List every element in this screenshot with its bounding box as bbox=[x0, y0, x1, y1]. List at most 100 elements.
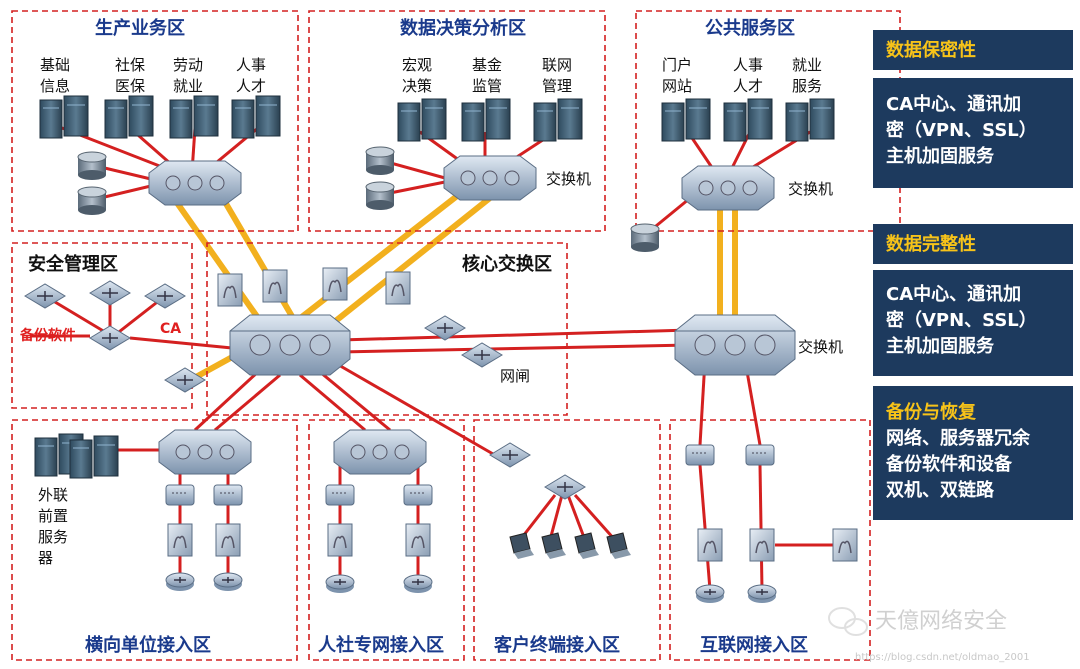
zone-title-decision: 数据决策分析区 bbox=[400, 17, 526, 39]
workstation-icon bbox=[541, 532, 567, 560]
zone-title-hr-net: 人社专网接入区 bbox=[318, 634, 444, 656]
right-switch-label: 交换机 bbox=[798, 338, 843, 356]
external-server-label-line: 前置 bbox=[38, 507, 68, 525]
gateway-icon bbox=[461, 342, 503, 368]
zone-title-client: 客户终端接入区 bbox=[494, 634, 620, 656]
server-label: 医保 bbox=[115, 77, 145, 95]
router-icon bbox=[325, 574, 355, 594]
server-group: 宏观 决策 bbox=[397, 56, 447, 142]
server-label: 基金 bbox=[472, 56, 502, 74]
server-rack-icon bbox=[39, 95, 89, 139]
access-switch-icon bbox=[745, 444, 775, 466]
public-switch-label: 交换机 bbox=[788, 180, 833, 198]
zone-title-production: 生产业务区 bbox=[95, 17, 185, 39]
server-label: 决策 bbox=[402, 77, 432, 95]
panel-body-line: 备份软件和设备 bbox=[885, 453, 1013, 475]
server-group: 联网 管理 bbox=[533, 56, 583, 142]
server-group: 人事 人才 bbox=[723, 56, 773, 142]
server-group: 门户 网站 bbox=[661, 56, 711, 142]
router-icon bbox=[165, 572, 195, 592]
decision-switch-label: 交换机 bbox=[546, 170, 591, 188]
zone-title-security: 安全管理区 bbox=[28, 253, 118, 275]
gateway-label: 网闸 bbox=[500, 367, 530, 385]
backup-software-label: 备份软件 bbox=[19, 327, 76, 344]
server-label: 服务 bbox=[792, 77, 822, 95]
server-label: 劳动 bbox=[173, 56, 203, 74]
client-switch-icon bbox=[489, 442, 531, 468]
watermark-url: https://blog.csdn.net/oldmao_2001 bbox=[855, 652, 1030, 663]
public-servers: 门户 网站 人事 人才 就业 服务 bbox=[661, 56, 835, 142]
external-server-label: 外联 前置 服务 器 bbox=[38, 486, 68, 567]
zone-title-core: 核心交换区 bbox=[462, 253, 552, 275]
router-icon bbox=[213, 572, 243, 592]
server-rack-icon bbox=[533, 98, 583, 142]
external-server-label-line: 器 bbox=[38, 549, 53, 567]
production-servers: 基础 信息 社保 医保 劳动 就业 人事 人才 bbox=[39, 56, 281, 139]
server-rack-icon bbox=[104, 95, 154, 139]
storage-icon bbox=[630, 223, 660, 253]
server-label: 就业 bbox=[792, 56, 822, 74]
panel-integrity: 数据完整性 CA中心、通讯加 密（VPN、SSL） 主机加固服务 bbox=[873, 224, 1073, 376]
server-rack-icon bbox=[661, 98, 711, 142]
firewall-icon bbox=[697, 528, 723, 562]
firewall-icon bbox=[262, 269, 288, 303]
server-label: 联网 bbox=[542, 56, 572, 74]
firewall-icon bbox=[215, 523, 241, 557]
production-switch-icon bbox=[148, 160, 242, 206]
storage-icon bbox=[365, 146, 395, 176]
external-server-label-line: 服务 bbox=[38, 528, 68, 546]
ca-label: CA bbox=[160, 321, 181, 337]
access-switch-icon bbox=[165, 484, 195, 506]
firewall-icon bbox=[832, 528, 858, 562]
panel-body-line: 主机加固服务 bbox=[886, 335, 995, 357]
zone-title-internet: 互联网接入区 bbox=[700, 634, 808, 656]
access-switch-icon bbox=[403, 484, 433, 506]
panel-body-line: 网络、服务器冗余 bbox=[886, 427, 1031, 449]
watermark: 天億网络安全 https://blog.csdn.net/oldmao_2001 bbox=[828, 607, 1030, 663]
panel-head: 备份与恢复 bbox=[885, 401, 977, 423]
core-switch-icon bbox=[229, 314, 351, 376]
panel-body-line: CA中心、通讯加 bbox=[886, 283, 1021, 305]
server-label: 人才 bbox=[733, 77, 763, 95]
workstation-icon bbox=[606, 532, 632, 560]
panel-head: 数据保密性 bbox=[886, 39, 976, 61]
server-rack-icon bbox=[723, 98, 773, 142]
panel-head: 数据完整性 bbox=[886, 233, 976, 255]
hr-net-switch-icon bbox=[333, 429, 427, 475]
firewall-icon bbox=[217, 273, 243, 307]
server-rack-icon bbox=[69, 435, 119, 479]
server-label: 门户 bbox=[662, 56, 692, 74]
storage-icon bbox=[77, 151, 107, 181]
panel-body-line: CA中心、通讯加 bbox=[886, 93, 1021, 115]
panel-body-line: 主机加固服务 bbox=[886, 145, 995, 167]
right-core-switch-icon bbox=[674, 314, 796, 376]
access-switch-icon bbox=[685, 444, 715, 466]
server-group: 劳动 就业 bbox=[169, 56, 219, 139]
server-rack-icon bbox=[461, 98, 511, 142]
client-access-switch-icon bbox=[544, 474, 586, 500]
watermark-text: 天億网络安全 bbox=[875, 609, 1007, 634]
zone-boxes bbox=[11, 10, 901, 661]
server-label: 监管 bbox=[472, 77, 502, 95]
server-rack-icon bbox=[169, 95, 219, 139]
panel-body-line: 双机、双链路 bbox=[886, 479, 995, 501]
server-label: 网站 bbox=[662, 77, 692, 95]
public-switch-icon bbox=[681, 165, 775, 211]
panel-confidentiality: 数据保密性 CA中心、通讯加 密（VPN、SSL） 主机加固服务 bbox=[873, 30, 1073, 188]
server-label: 社保 bbox=[115, 56, 145, 74]
server-group: 社保 医保 bbox=[104, 56, 154, 139]
decision-switch-icon bbox=[443, 155, 537, 201]
security-uplink-switch-icon bbox=[164, 367, 206, 393]
firewall-icon bbox=[385, 271, 411, 305]
panel-backup-recovery: 备份与恢复 网络、服务器冗余 备份软件和设备 双机、双链路 bbox=[873, 386, 1073, 520]
server-group: 就业 服务 bbox=[785, 56, 835, 142]
server-label: 信息 bbox=[40, 77, 70, 95]
firewall-icon bbox=[327, 523, 353, 557]
server-rack-icon bbox=[397, 98, 447, 142]
server-label: 管理 bbox=[542, 77, 572, 95]
security-switch-icon bbox=[144, 283, 186, 309]
storage-icon bbox=[365, 181, 395, 211]
server-group: 基础 信息 bbox=[39, 56, 89, 139]
panel-body-line: 密（VPN、SSL） bbox=[886, 309, 1037, 331]
